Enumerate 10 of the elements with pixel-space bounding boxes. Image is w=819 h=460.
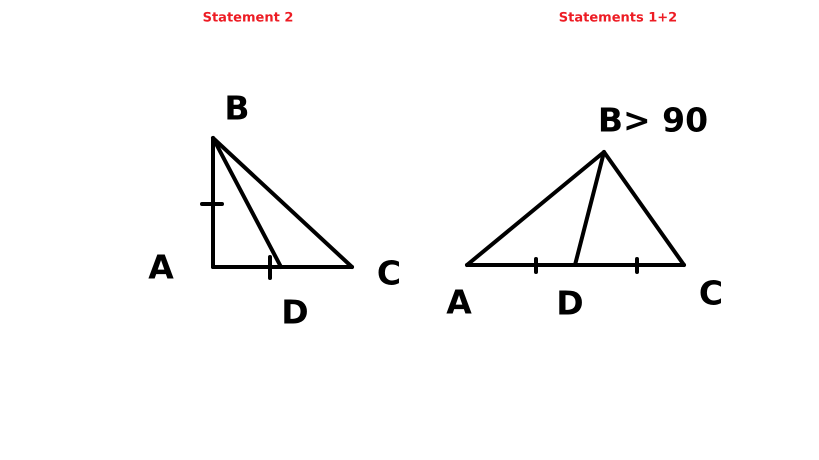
vertex-label: C [698,276,724,310]
vertex-label: A [446,286,472,318]
point-label: D [281,296,309,328]
point-label: D [556,286,584,320]
vertex-label: A [148,250,174,284]
vertex-label: C [376,256,402,290]
vertex-label: B [224,92,250,124]
panel-heading: Statements 1+2 [558,12,678,24]
panel-heading: Statement 2 [202,12,294,24]
angle-label: B> 90 [598,104,708,136]
